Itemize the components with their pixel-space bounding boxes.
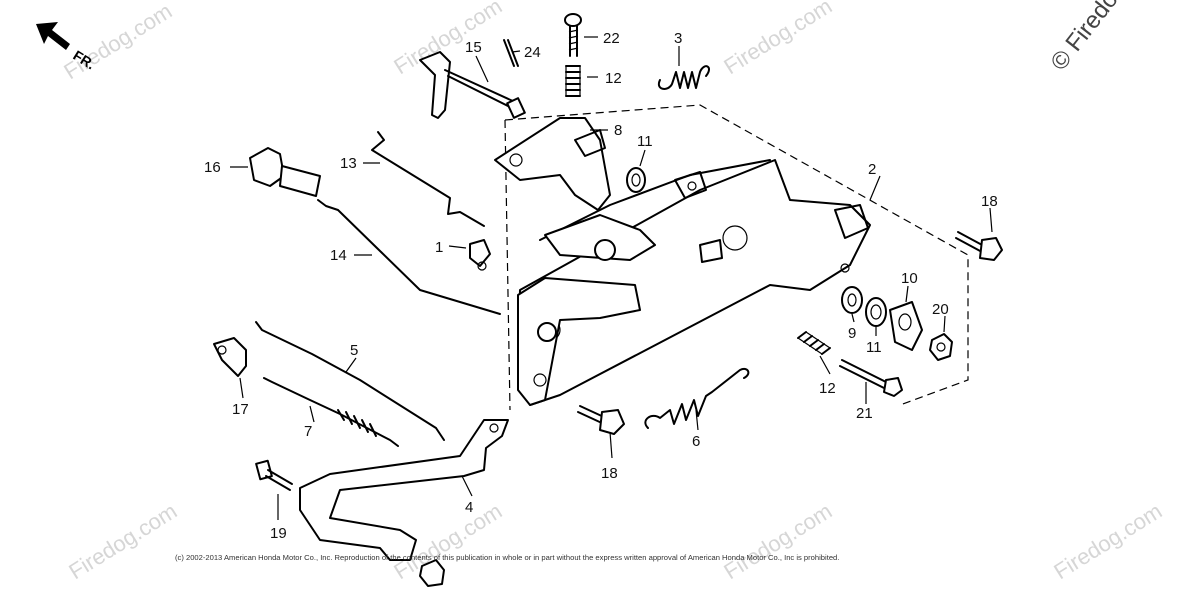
nut-bottom	[419, 559, 445, 587]
cotter-pin	[503, 39, 519, 67]
callout-11-top: 11	[637, 133, 653, 150]
watermark: Firedog.com	[1049, 498, 1166, 584]
watermark: Firedog.com	[64, 498, 181, 584]
callout-21: 21	[856, 405, 873, 422]
clip-1	[469, 239, 491, 271]
assembly-outline	[504, 104, 969, 411]
callout-7: 7	[304, 423, 312, 440]
callout-13: 13	[340, 155, 357, 172]
watermark-corner: © Firedog	[1045, 0, 1131, 76]
spring-12-top	[565, 65, 581, 97]
callout-4: 4	[465, 499, 473, 516]
callout-9: 9	[848, 325, 856, 342]
callout-18-bottom: 18	[601, 465, 618, 482]
callout-16: 16	[204, 159, 221, 176]
watermark: Firedog.com	[59, 0, 176, 84]
callout-20: 20	[932, 301, 949, 318]
lever-4	[299, 419, 509, 561]
control-lever	[419, 51, 526, 119]
callout-19: 19	[270, 525, 287, 542]
callout-leaders	[230, 36, 993, 520]
bolt-18-bottom	[577, 405, 625, 435]
callout-5: 5	[350, 342, 358, 359]
bolt-21	[839, 359, 903, 397]
spring-3	[657, 65, 710, 90]
callout-1: 1	[435, 239, 443, 256]
knob-16	[249, 147, 321, 197]
washer-11-top	[626, 167, 646, 193]
front-arrow-icon	[36, 22, 70, 50]
callout-15: 15	[465, 39, 482, 56]
callout-24: 24	[524, 44, 541, 61]
washer-9	[841, 286, 863, 314]
lever-bracket	[494, 117, 656, 261]
lower-bracket	[517, 277, 641, 406]
clip-17	[213, 337, 247, 377]
callout-3: 3	[674, 30, 682, 47]
callout-10: 10	[901, 270, 918, 287]
washer-11-right	[865, 297, 887, 327]
collar-10	[889, 301, 923, 351]
callout-labels: 22 12 3 15 24 8 11 2 18 16 13 14 1 10 20…	[204, 30, 998, 542]
watermark: Firedog.com	[719, 498, 836, 584]
callout-6: 6	[692, 433, 700, 450]
callout-18-right: 18	[981, 193, 998, 210]
screw-19	[255, 459, 293, 491]
callout-12-top: 12	[605, 70, 622, 87]
spring-6	[644, 368, 750, 429]
callout-11-right: 11	[866, 339, 882, 356]
spring-12-lower	[797, 331, 831, 355]
watermark: Firedog.com	[719, 0, 836, 79]
callout-8: 8	[614, 122, 622, 139]
callout-17: 17	[232, 401, 249, 418]
control-base-plate	[517, 159, 871, 406]
nut-20	[929, 333, 953, 361]
callout-12-lower: 12	[819, 380, 836, 397]
bolt-18-right	[955, 231, 1003, 261]
callout-2: 2	[868, 161, 876, 178]
callout-14: 14	[330, 247, 347, 264]
screw-22	[564, 13, 582, 57]
rod-5	[255, 321, 445, 441]
rod-13	[371, 131, 485, 227]
rod-7	[263, 377, 399, 447]
copyright-notice: (c) 2002-2013 American Honda Motor Co., …	[175, 553, 839, 562]
callout-22: 22	[603, 30, 620, 47]
rod-14	[317, 199, 501, 315]
